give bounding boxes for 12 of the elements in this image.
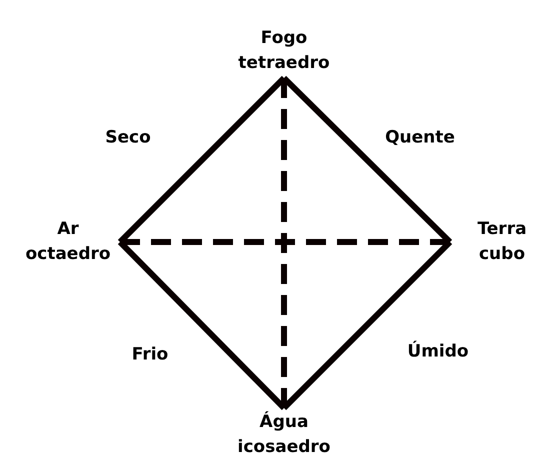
node-label: Ar octaedro	[24, 218, 112, 266]
side-label: Frio	[132, 343, 168, 366]
line	[282, 76, 452, 244]
side-label: Úmido	[407, 340, 469, 364]
node-label: Terra cubo	[476, 218, 528, 266]
line	[118, 76, 286, 244]
node-label: Água icosaedro	[236, 410, 332, 459]
line	[118, 240, 286, 410]
node-label: Fogo tetraedro	[237, 27, 331, 75]
side-label: Seco	[105, 126, 151, 150]
line	[282, 240, 452, 410]
side-label: Quente	[385, 126, 455, 150]
